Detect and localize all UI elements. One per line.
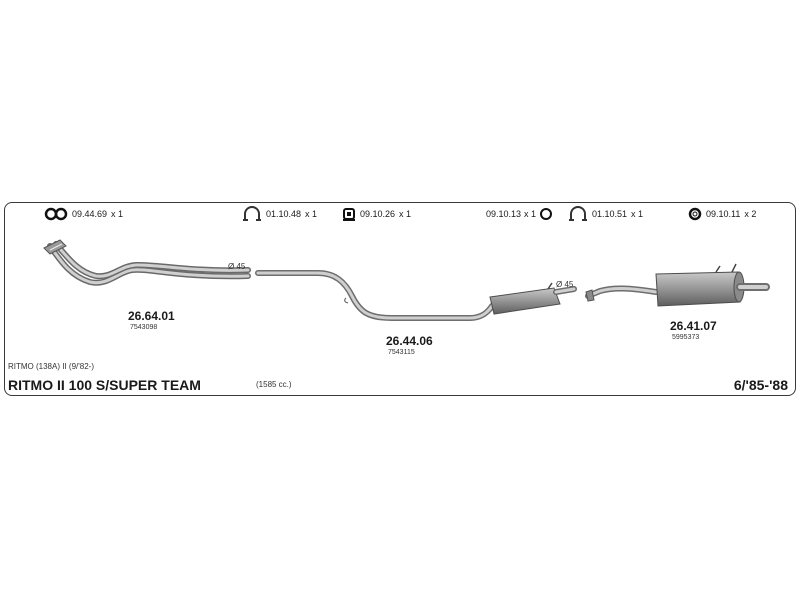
accessory-item: 01.10.51 x 1: [568, 206, 643, 222]
vehicle-model: RITMO II 100 S/SUPER TEAM: [8, 377, 201, 393]
middle-pipe: [255, 270, 577, 321]
accessory-code: 09.10.11: [706, 209, 741, 219]
accessory-item: 09.10.11 x 2: [688, 206, 756, 222]
accessory-code: 01.10.48: [266, 209, 302, 219]
front-pipe: [43, 239, 251, 286]
rubber-mount-icon: [343, 208, 355, 221]
accessory-qty: x 1: [631, 209, 644, 219]
accessory-code: 01.10.51: [592, 209, 628, 219]
oem-number: 7543115: [388, 349, 415, 356]
u-clamp-icon: [243, 206, 261, 221]
accessory-item: 09.44.69 x 1: [44, 206, 123, 222]
part-number: 26.41.07: [670, 319, 717, 333]
diameter-label: Ø 45: [556, 280, 574, 289]
accessory-item: 01.10.48 x 1: [242, 206, 317, 222]
ring-gasket-icon: [540, 208, 553, 220]
accessory-code: 09.10.26: [360, 209, 396, 219]
accessory-item: 09.10.26 x 1: [342, 206, 411, 222]
vehicle-subtitle: RITMO (138A) II (9/'82-): [8, 362, 94, 371]
production-years: 6/'85-'88: [733, 377, 788, 393]
accessory-qty: x 1: [111, 209, 124, 219]
u-clamp-icon: [569, 206, 587, 221]
accessory-qty: x 1: [524, 209, 537, 219]
part-number: 26.64.01: [128, 309, 175, 323]
accessory-qty: x 2: [744, 209, 757, 219]
double-ring-gasket-icon: [44, 207, 68, 221]
oem-number: 5995373: [672, 334, 700, 341]
part-number: 26.44.06: [386, 334, 433, 348]
rear-muffler: [585, 263, 770, 307]
diameter-label: Ø 45: [228, 262, 246, 271]
accessory-item: 09.10.13 x 1: [486, 206, 553, 222]
accessory-code: 09.10.13: [486, 209, 522, 219]
ring-gasket-icon: [688, 207, 702, 221]
accessory-code: 09.44.69: [72, 209, 108, 219]
accessory-qty: x 1: [305, 209, 318, 219]
engine-displacement: (1585 cc.): [256, 380, 292, 389]
oem-number: 7543098: [130, 324, 158, 331]
accessory-qty: x 1: [399, 209, 412, 219]
